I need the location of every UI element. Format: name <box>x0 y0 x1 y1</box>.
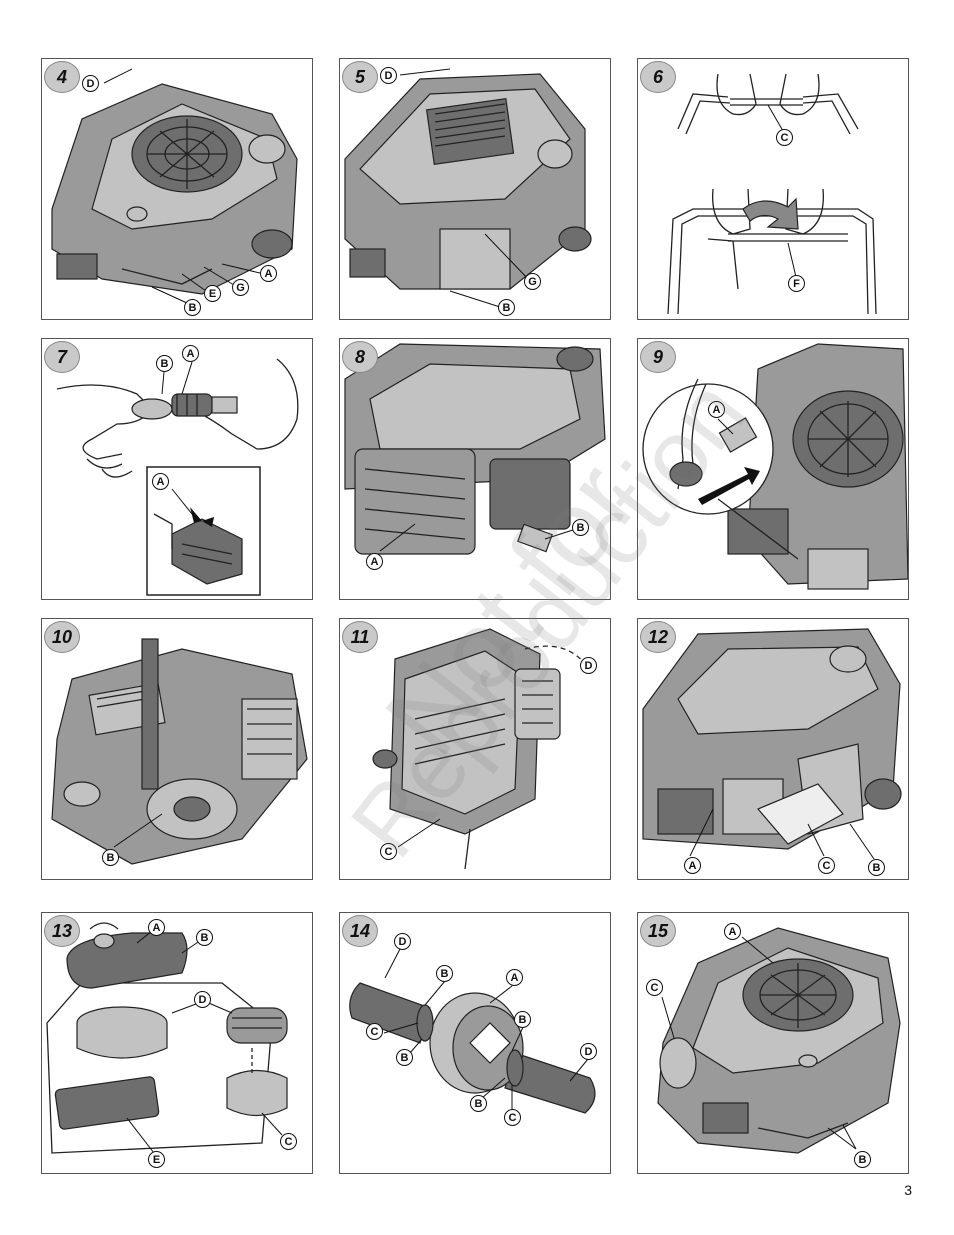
inline-fuel-filter-illustration <box>349 948 596 1114</box>
callout-d: D <box>380 67 397 84</box>
callout-c-right: C <box>504 1109 521 1126</box>
figure-4: 4 D A G E B <box>41 58 313 320</box>
callout-b-lower-left: B <box>396 1049 413 1066</box>
figure-number: 10 <box>44 621 80 653</box>
callout-a: A <box>724 923 741 940</box>
callout-a: A <box>708 401 725 418</box>
callout-c: C <box>818 857 835 874</box>
callout-a: A <box>366 553 383 570</box>
figure-number: 13 <box>44 915 80 947</box>
callout-d: D <box>194 991 211 1008</box>
figure-7: 7 B A A <box>41 338 313 600</box>
figure-9: 9 A <box>637 338 909 600</box>
figure-number: 9 <box>640 341 676 373</box>
callout-b: B <box>498 299 515 316</box>
callout-a: A <box>684 857 701 874</box>
callout-g: G <box>232 279 249 296</box>
callout-a: A <box>506 969 523 986</box>
callout-a-detail: A <box>152 473 169 490</box>
figure-12: 12 A C B <box>637 618 909 880</box>
callout-b-bottom: B <box>470 1095 487 1112</box>
callout-a: A <box>148 919 165 936</box>
figure-number: 8 <box>342 341 378 373</box>
callout-b: B <box>572 519 589 536</box>
figure-15: 15 A C B <box>637 912 909 1174</box>
engine-top-assembled-illustration <box>657 927 901 1154</box>
figure-number: 7 <box>44 341 80 373</box>
callout-a: A <box>260 265 277 282</box>
callout-g: G <box>524 273 541 290</box>
callout-e: E <box>148 1151 165 1168</box>
callout-b: B <box>102 849 119 866</box>
engine-side-illustration <box>372 628 586 870</box>
callout-d: D <box>580 657 597 674</box>
figure-number: 4 <box>44 61 80 93</box>
engine-cover-illustration <box>344 68 592 308</box>
muffler-plug-illustration <box>344 343 606 555</box>
figure-number: 5 <box>342 61 378 93</box>
fuel-line-connector-illustration <box>642 343 908 590</box>
callout-a: A <box>182 345 199 362</box>
callout-b-top-left: B <box>436 965 453 982</box>
callout-b: B <box>854 1151 871 1168</box>
callout-c: C <box>280 1133 297 1150</box>
air-filter-access-illustration <box>642 628 902 860</box>
figure-13: 13 A B D C E <box>41 912 313 1174</box>
callout-d: D <box>82 75 99 92</box>
callout-f: F <box>788 275 805 292</box>
figure-8: 8 B A <box>339 338 611 600</box>
page-number: 3 <box>904 1182 912 1198</box>
callout-b: B <box>156 355 173 372</box>
callout-c: C <box>646 979 663 996</box>
engine-underside-illustration <box>51 638 308 865</box>
callout-c-left: C <box>366 1023 383 1040</box>
figure-6: 6 C F <box>637 58 909 320</box>
callout-b: B <box>196 929 213 946</box>
callout-c: C <box>380 843 397 860</box>
figure-number: 11 <box>342 621 378 653</box>
figure-number: 15 <box>640 915 676 947</box>
figure-number: 12 <box>640 621 676 653</box>
handle-hands-illustration <box>667 73 877 315</box>
figure-5: 5 D G B <box>339 58 611 320</box>
figure-10: 10 B <box>41 618 313 880</box>
callout-d-left: D <box>394 933 411 950</box>
figure-11: 11 D C <box>339 618 611 880</box>
callout-c: C <box>776 129 793 146</box>
engine-top-illustration <box>51 68 298 304</box>
figure-14: 14 D B A C B B D B C <box>339 912 611 1174</box>
fuel-hose-connection-illustration <box>56 358 299 596</box>
figure-number: 14 <box>342 915 378 947</box>
callout-d-right: D <box>580 1043 597 1060</box>
air-filter-exploded-illustration <box>46 922 288 1154</box>
callout-e: E <box>204 285 221 302</box>
callout-b-right: B <box>514 1011 531 1028</box>
callout-b: B <box>184 299 201 316</box>
callout-b: B <box>868 859 885 876</box>
figure-number: 6 <box>640 61 676 93</box>
